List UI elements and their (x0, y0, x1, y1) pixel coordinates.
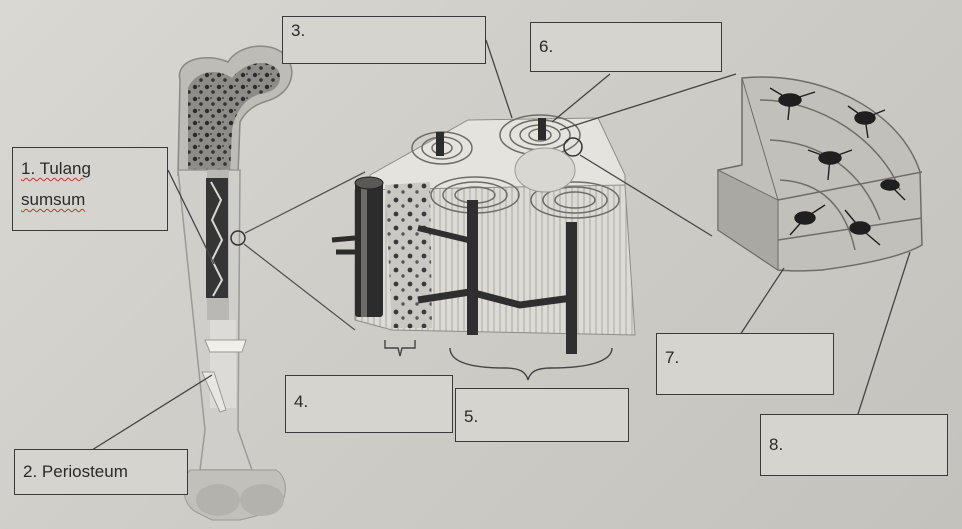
long-bone (177, 45, 366, 521)
label-8-text: 8. (769, 435, 784, 454)
label-6-box: 6. (530, 22, 722, 72)
compact-bone-block (331, 114, 713, 381)
label-5-box: 5. (455, 388, 629, 442)
label-3-text: 3. (291, 21, 306, 40)
label-6-text: 6. (539, 37, 554, 56)
leader-lines (91, 39, 911, 451)
label-8-box: 8. (760, 414, 948, 476)
label-1-box: 1. Tulang sumsum (12, 147, 168, 231)
label-1-line2: sumsum (21, 190, 86, 209)
label-4-box: 4. (285, 375, 453, 433)
label-4-text: 4. (294, 392, 309, 411)
osteocyte-wedge (717, 76, 923, 272)
label-7-text: 7. (665, 348, 680, 367)
label-7-box: 7. (656, 333, 834, 395)
label-5-text: 5. (464, 407, 479, 426)
label-3-box: 3. (282, 16, 486, 64)
label-1-line1: 1. Tulang (21, 159, 91, 178)
label-2-text: 2. Periosteum (23, 462, 128, 481)
label-2-box: 2. Periosteum (14, 449, 188, 495)
